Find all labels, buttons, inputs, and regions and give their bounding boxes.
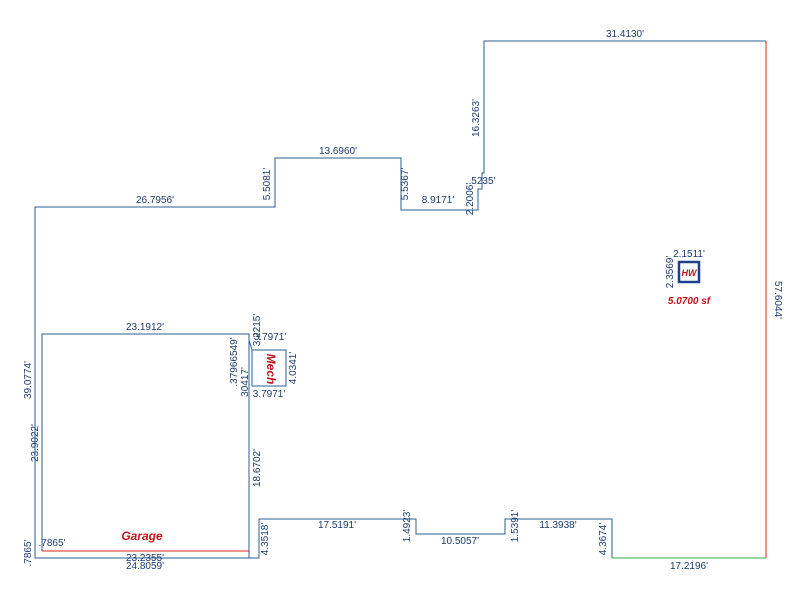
building-outline — [34, 40, 766, 559]
dim-garage-right: 18.6702' — [252, 449, 263, 487]
dim-step-e: .5235' — [469, 176, 496, 187]
dim-bottom-a: 4.3518' — [260, 523, 271, 556]
dim-bottom-f: 11.3938' — [539, 520, 576, 531]
dim-bottom-d: 10.5057' — [441, 536, 479, 547]
dim-step-b: 5.5367' — [400, 168, 411, 201]
dim-cluster-d: 30417' — [240, 367, 251, 397]
dim-small-left-b: .7865' — [39, 538, 66, 549]
dim-mid-top: 13.6960' — [319, 146, 357, 157]
dim-small-left-a: .7865' — [23, 539, 34, 566]
dim-garage-top: 23.1912' — [126, 322, 164, 333]
dim-cluster-b: 3.7971' — [254, 332, 287, 343]
dim-left-top: 26.7956' — [136, 195, 174, 206]
dim-bottom-e: 1.5391' — [510, 510, 521, 543]
dim-top-right: 31.4130' — [606, 29, 644, 40]
dim-garage-left: 23.9022' — [30, 424, 41, 462]
dim-step-d: 2.2006' — [465, 183, 476, 216]
dim-bottom-b: 17.5191' — [318, 520, 356, 531]
dim-step-a: 5.5081' — [262, 168, 273, 201]
mech-connector — [248, 339, 253, 351]
mech-label: Mech — [264, 354, 278, 385]
dim-bottom-left: 24.8059' — [126, 561, 164, 572]
dim-mech-bottom: 3.7971' — [253, 389, 286, 400]
dim-step-c: 8.9171' — [422, 195, 455, 206]
dim-left-vert: 39.0774' — [23, 361, 34, 399]
dim-cluster-c: .37966549' — [229, 337, 240, 386]
dim-bottom-c: 1.4923' — [402, 510, 413, 543]
garage-outline — [41, 333, 250, 551]
mech-room-outline — [251, 349, 287, 387]
dim-hw-width: 2.1511' — [673, 249, 705, 260]
hw-label: HW — [682, 268, 698, 278]
hw-area-label: 5.0700 sf — [668, 296, 712, 307]
dim-cluster-a: 3.2215' — [252, 314, 263, 347]
hw-box — [677, 260, 701, 284]
dim-garage-red: 23.2355' — [126, 553, 164, 564]
dim-hw-height: 2.3569' — [665, 256, 676, 289]
garage-label: Garage — [121, 529, 163, 543]
dim-right-vert: 57.6044' — [772, 281, 783, 319]
dim-upper-vert: 16.3263' — [471, 99, 482, 137]
dim-bottom-green: 17.2196' — [670, 561, 708, 572]
dim-bottom-g: 4.3674' — [598, 523, 609, 556]
dim-mech-right: 4.0341' — [288, 352, 299, 385]
